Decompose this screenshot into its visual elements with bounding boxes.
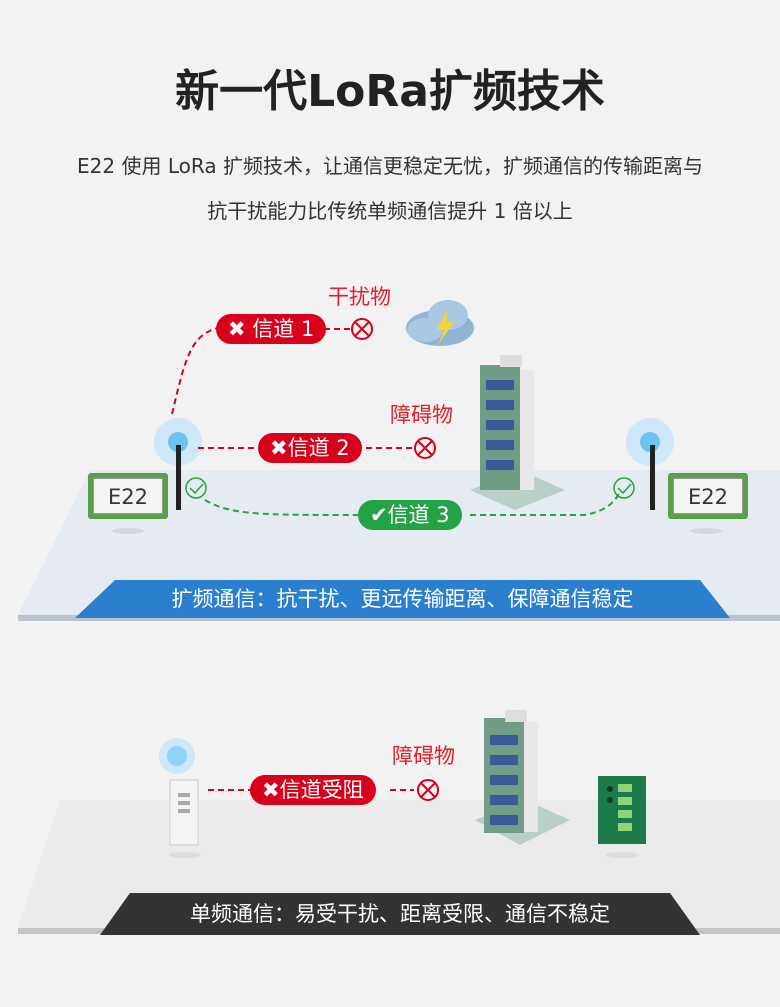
cross-icon: ✖ <box>228 317 253 341</box>
building-icon <box>475 710 570 845</box>
cross-icon: ✖ <box>262 778 280 802</box>
storm-cloud-icon <box>406 300 474 346</box>
channel-2-pill: ✖信道 2 <box>258 433 362 463</box>
channel-label: 信道受阻 <box>279 778 364 802</box>
channel-1-pill: ✖ 信道 1 <box>216 314 327 344</box>
blocked-icon <box>351 318 439 801</box>
interference-label: 干扰物 <box>328 285 391 309</box>
e22-module-left: E22 <box>88 473 168 519</box>
banner-single: 单频通信：易受干扰、距离受限、通信不稳定 <box>190 902 610 926</box>
floor-spread <box>18 470 780 615</box>
banner-single-bg <box>100 893 700 935</box>
channel-label: 信道 1 <box>252 317 315 341</box>
banner-spread: 扩频通信：抗干扰、更远传输距离、保障通信稳定 <box>171 587 634 611</box>
subtitle-line-2: 抗干扰能力比传统单频通信提升 1 倍以上 <box>207 199 573 223</box>
check-icon: ✔ <box>370 503 388 527</box>
obstacle-label-single: 障碍物 <box>392 744 455 768</box>
receiver-board-icon <box>598 776 646 858</box>
building-icon <box>470 355 565 510</box>
subtitle-line-1: E22 使用 LoRa 扩频技术，让通信更稳定无忧，扩频通信的传输距离与 <box>77 154 703 178</box>
obstacle-label: 障碍物 <box>390 403 453 427</box>
cross-icon: ✖ <box>270 436 288 460</box>
page-title: 新一代LoRa扩频技术 <box>175 66 605 117</box>
device-label: E22 <box>673 478 743 514</box>
channel-label: 信道 3 <box>387 503 450 527</box>
channel-label: 信道 2 <box>287 436 350 460</box>
banner-spread-bg <box>75 580 730 618</box>
e22-module-right: E22 <box>668 473 748 519</box>
channel-3-pill: ✔信道 3 <box>358 500 462 530</box>
channel-blocked-pill: ✖信道受阻 <box>250 775 376 805</box>
ok-icon <box>185 477 635 499</box>
device-label: E22 <box>93 478 163 514</box>
single-band-device-icon <box>159 738 201 858</box>
